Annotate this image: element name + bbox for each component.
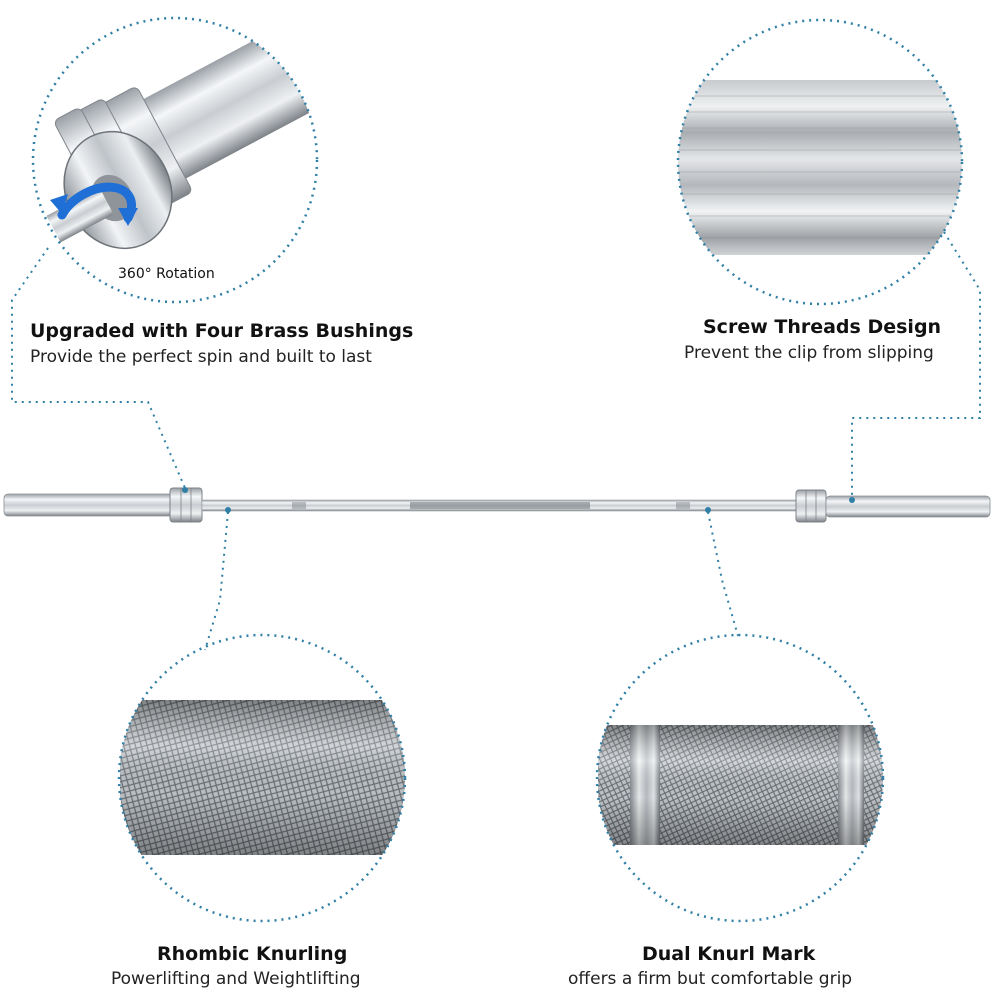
barbell-image [3, 487, 991, 523]
threads-detail-image [676, 18, 964, 306]
knurling-detail-image [117, 633, 407, 923]
bushings-detail-image [31, 16, 319, 304]
connector-lines [11, 231, 981, 651]
knurling-title: Rhombic Knurling [157, 943, 348, 965]
knurl-mark-subtitle: offers a firm but comfortable grip [568, 969, 853, 989]
bushings-title: Upgraded with Four Brass Bushings [30, 320, 414, 342]
knurl-mark-title: Dual Knurl Mark [642, 943, 816, 965]
threads-subtitle: Prevent the clip from slipping [684, 343, 934, 363]
rotation-label: 360° Rotation [118, 266, 215, 282]
knurling-subtitle: Powerlifting and Weightlifting [111, 969, 361, 989]
bushings-subtitle: Provide the perfect spin and built to la… [30, 347, 372, 367]
rotation-arrow-icon [57, 182, 136, 223]
knurl-mark-detail-image [595, 633, 885, 923]
threads-title: Screw Threads Design [703, 316, 942, 338]
